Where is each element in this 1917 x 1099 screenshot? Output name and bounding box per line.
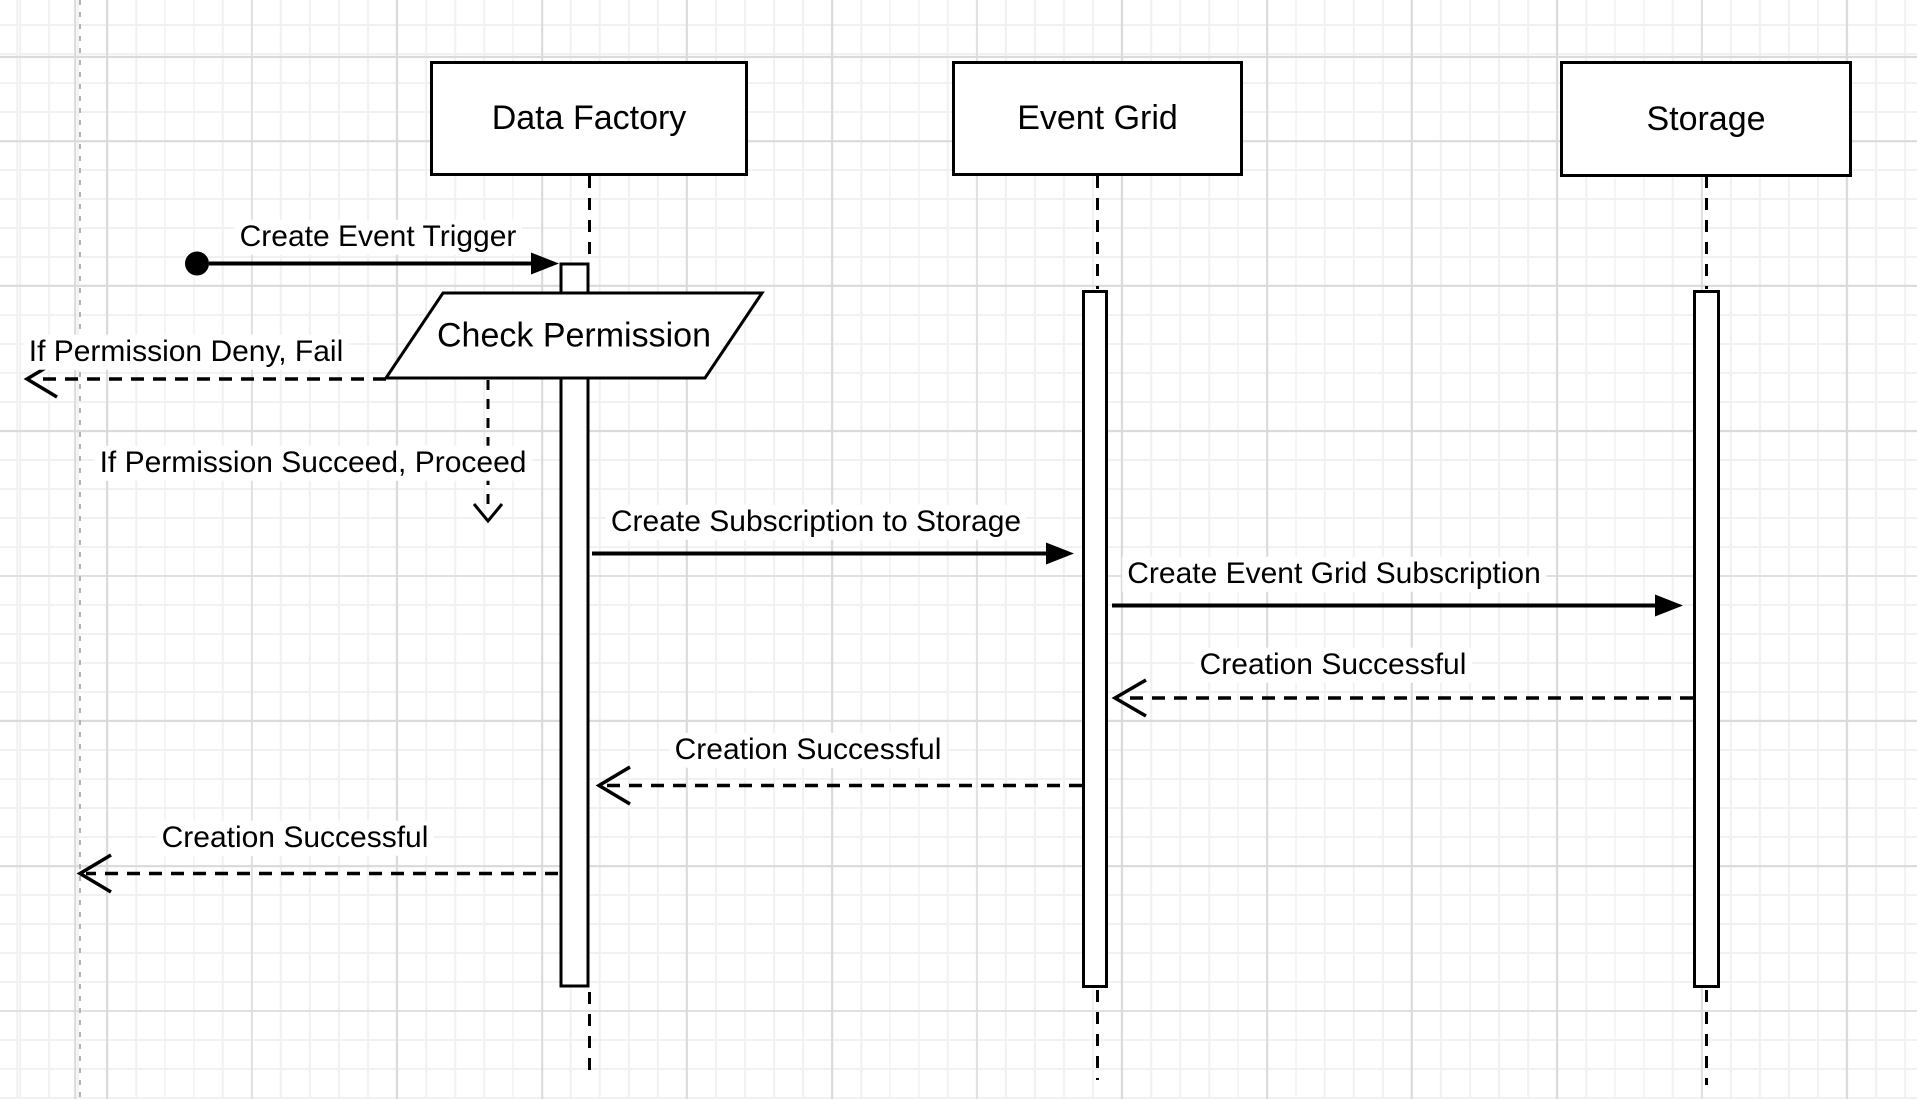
- label-permission-succeed[interactable]: If Permission Succeed, Proceed: [94, 445, 532, 481]
- message-creation-successful-eventgrid[interactable]: [595, 765, 1082, 806]
- open-arrowhead-icon: [76, 853, 112, 894]
- message-create-subscription-to-storage[interactable]: [592, 542, 1074, 565]
- actor-label: Storage: [1646, 99, 1766, 138]
- check-permission-shape[interactable]: [383, 291, 765, 380]
- solid-arrowhead-icon: [1046, 542, 1074, 565]
- label-create-subscription-to-storage[interactable]: Create Subscription to Storage: [605, 504, 1027, 540]
- label-create-event-grid-subscription[interactable]: Create Event Grid Subscription: [1122, 556, 1546, 592]
- open-arrowhead-icon: [595, 765, 631, 806]
- message-create-event-trigger[interactable]: [185, 251, 559, 276]
- label-creation-successful-storage[interactable]: Creation Successful: [1194, 647, 1472, 683]
- actor-box-event-grid[interactable]: Event Grid: [952, 61, 1243, 176]
- actor-box-storage[interactable]: Storage: [1560, 61, 1852, 177]
- activation-bar-data-factory[interactable]: [559, 262, 590, 988]
- open-arrowhead-icon: [1111, 678, 1147, 718]
- actor-label: Event Grid: [1017, 99, 1178, 137]
- message-permission-succeed[interactable]: [472, 380, 504, 524]
- label-creation-successful-final[interactable]: Creation Successful: [156, 820, 434, 856]
- message-create-event-grid-subscription[interactable]: [1112, 594, 1683, 617]
- solid-arrowhead-icon: [531, 252, 559, 275]
- label-create-event-trigger[interactable]: Create Event Trigger: [234, 219, 522, 255]
- open-arrowhead-down-icon: [472, 503, 504, 524]
- actor-label: Data Factory: [491, 99, 687, 137]
- activation-bar-storage[interactable]: [1693, 290, 1720, 988]
- label-creation-successful-eventgrid[interactable]: Creation Successful: [669, 732, 947, 768]
- actor-box-data-factory[interactable]: Data Factory: [430, 61, 748, 176]
- message-start-bullet: [185, 251, 209, 276]
- solid-arrowhead-icon: [1655, 594, 1683, 617]
- message-creation-successful-final[interactable]: [76, 853, 558, 894]
- label-permission-deny[interactable]: If Permission Deny, Fail: [23, 334, 349, 370]
- activation-bar-event-grid[interactable]: [1082, 290, 1108, 988]
- label-check-permission[interactable]: Check Permission: [437, 316, 711, 355]
- message-creation-successful-storage[interactable]: [1111, 678, 1693, 718]
